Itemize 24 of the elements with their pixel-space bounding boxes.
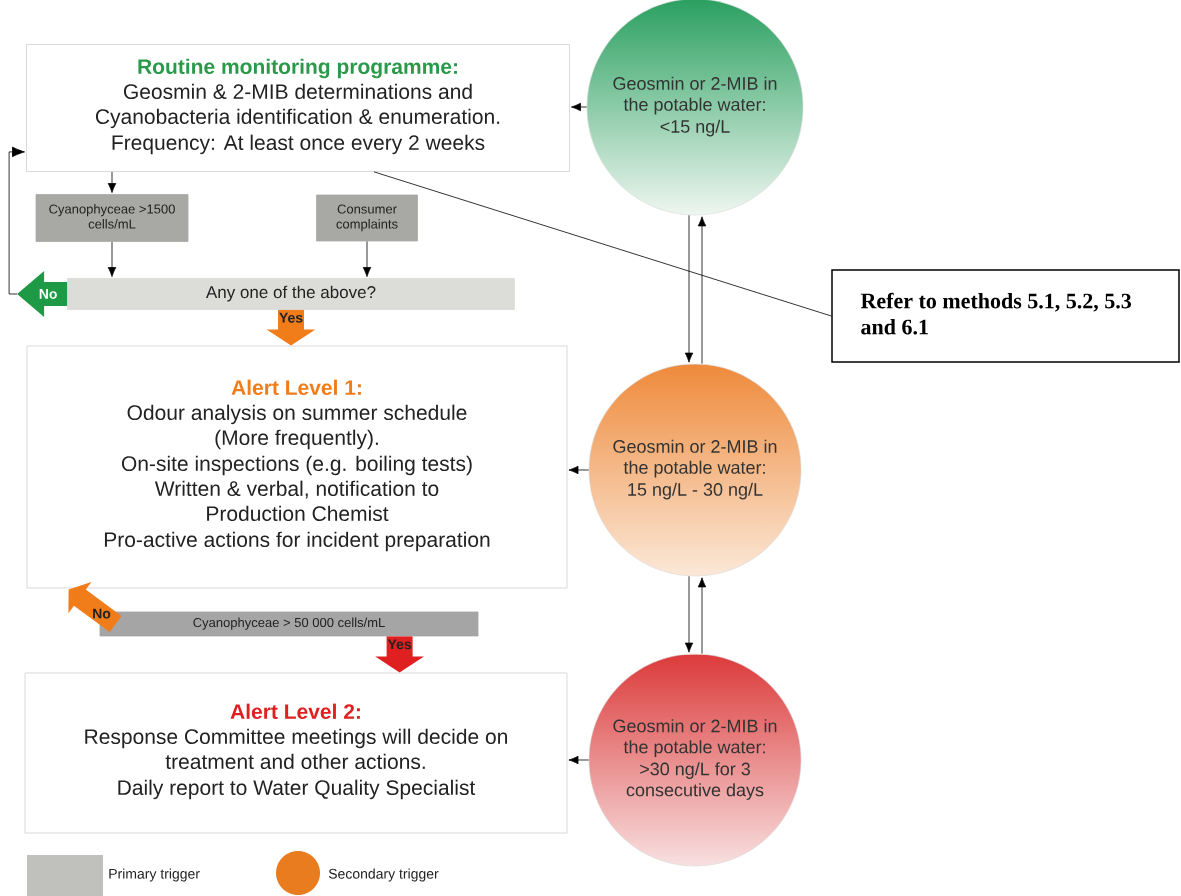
process-box: Routine monitoring programme: Geosmin & 2-MIB determinations and Cyanobacteria identification & enumeration. Frequency: At least once every 2 weeks [26,44,570,172]
decision-bar: Any one of the above? [67,278,515,310]
arrow [362,241,372,277]
arrow [568,465,590,475]
legend-label: Secondary trigger [328,868,439,882]
arrow [697,577,707,655]
arrow [571,102,588,112]
trigger-box: Consumer complaints [316,194,418,242]
block-arrow [8,146,68,317]
legend-label: Primary trigger [109,868,200,882]
edge-label: Yes [387,639,412,650]
alert-box: Alert Level 2: Response Committee meetings will decide on treatment and other actions. Daily report to Water Quality Specialist [24,672,568,834]
arrow [697,216,707,365]
arrow [107,171,117,193]
edge-label: Yes [279,312,303,323]
note-box: Refer to methods 5.1, 5.2, 5.3 and 6.1 [831,269,1180,363]
trigger-box: Cyanophyceae >1500 cells/mL [35,194,189,242]
arrow [684,214,694,363]
edge-label: No [39,289,57,299]
arrow [107,241,117,277]
arrow [568,755,590,765]
alert-box: Alert Level 1: Odour analysis on summer schedule (More frequently). On-site inspections (e.g. boiling tests) Written & verbal, notification to Production Chemist Pro-active actions for incident preparation [26,345,568,589]
arrow [684,575,694,653]
leader-line [373,171,832,317]
